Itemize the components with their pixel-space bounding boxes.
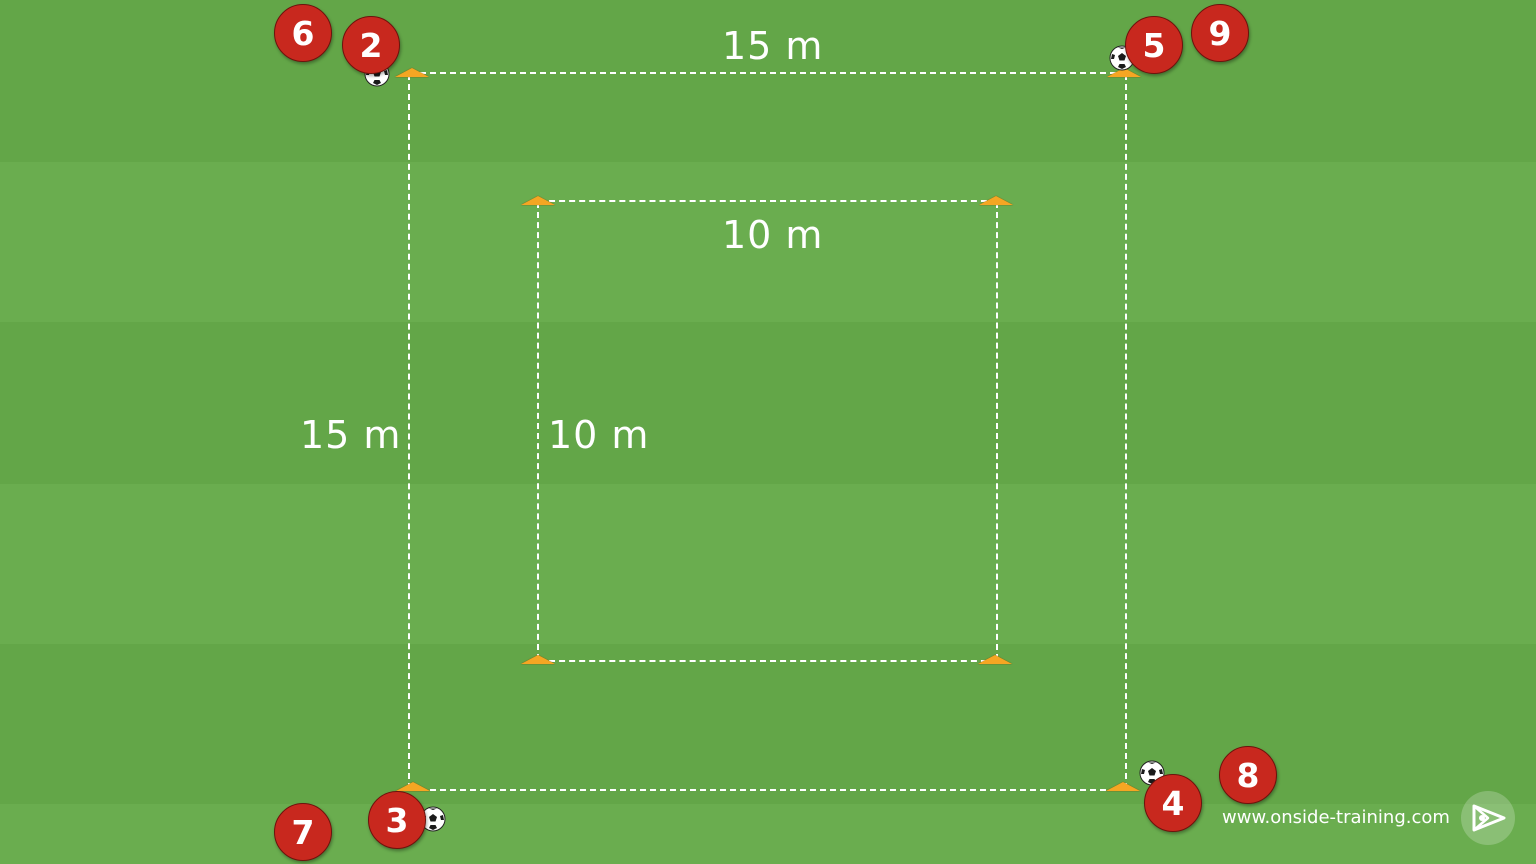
pitch-stripe (0, 484, 1536, 644)
pitch-stripe (0, 644, 1536, 804)
outer-left-line (408, 74, 410, 789)
onside-logo-icon (1461, 791, 1515, 845)
inner-top-line (539, 200, 997, 202)
inner-height-label: 10 m (548, 413, 650, 457)
inner-bottom-line (539, 660, 997, 662)
cone-icon (979, 196, 1013, 205)
cone-icon (1107, 68, 1141, 77)
player-7[interactable]: 7 (274, 803, 332, 861)
cone-icon (521, 196, 555, 205)
cone-icon (1106, 782, 1140, 791)
watermark-text: www.onside-training.com (1222, 807, 1450, 828)
player-2[interactable]: 2 (342, 16, 400, 74)
inner-left-line (537, 202, 539, 660)
pitch-stripe (0, 804, 1536, 864)
player-8[interactable]: 8 (1219, 746, 1277, 804)
pitch-stripe (0, 0, 1536, 162)
player-4[interactable]: 4 (1144, 774, 1202, 832)
cone-icon (396, 782, 430, 791)
player-9[interactable]: 9 (1191, 4, 1249, 62)
player-3[interactable]: 3 (368, 791, 426, 849)
cone-icon (521, 655, 555, 664)
cone-icon (978, 655, 1012, 664)
outer-top-line (410, 72, 1126, 74)
inner-right-line (996, 202, 998, 660)
outer-height-label: 15 m (300, 413, 402, 457)
inner-width-label: 10 m (722, 213, 824, 257)
player-6[interactable]: 6 (274, 4, 332, 62)
outer-right-line (1125, 74, 1127, 789)
cone-icon (395, 68, 429, 77)
ball-icon (420, 806, 446, 832)
pitch-stripe (0, 162, 1536, 322)
player-5[interactable]: 5 (1125, 16, 1183, 74)
outer-bottom-line (410, 789, 1126, 791)
outer-width-label: 15 m (722, 24, 824, 68)
pitch-stripe (0, 322, 1536, 484)
